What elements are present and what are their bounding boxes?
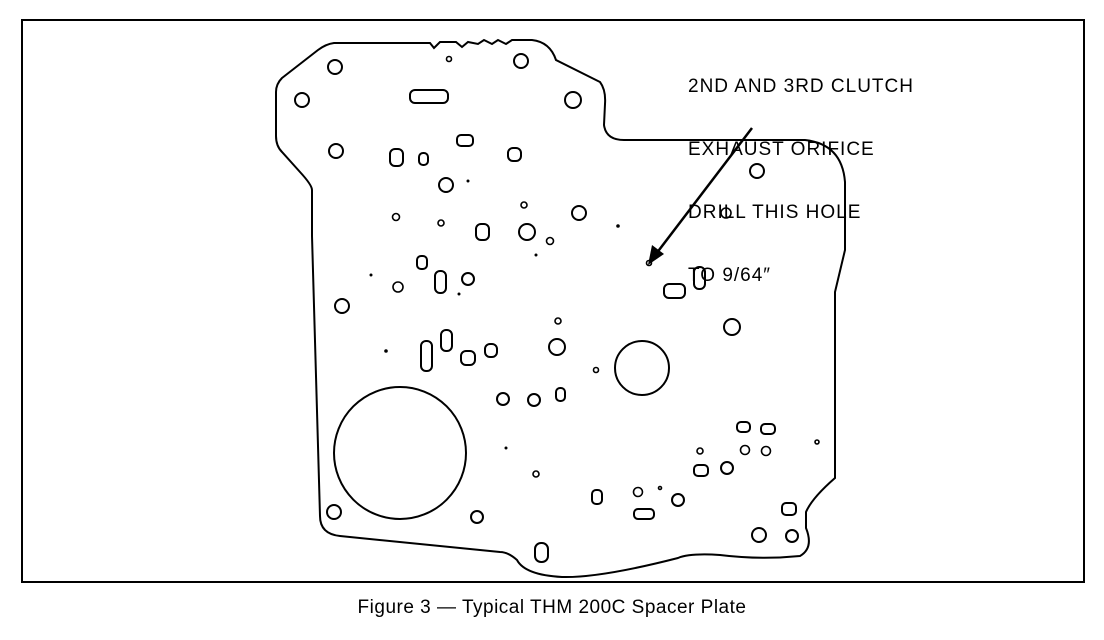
- callout-text: 2ND AND 3RD CLUTCH EXHAUST ORIFICE DRILL…: [688, 34, 914, 307]
- center-opening: [614, 340, 670, 396]
- callout-line-2: EXHAUST ORIFICE: [688, 139, 875, 160]
- figure-caption: Figure 3 — Typical THM 200C Spacer Plate: [357, 597, 747, 618]
- bolt-holes: [294, 53, 799, 543]
- callout-arrow: [648, 127, 753, 265]
- plate-outline: [275, 38, 846, 579]
- figure-frame: [21, 19, 1085, 583]
- callout-line-4: TO 9/64″: [688, 265, 772, 286]
- callout-line-3: DRILL THIS HOLE: [688, 202, 862, 223]
- callout-line-1: 2ND AND 3RD CLUTCH: [688, 76, 914, 97]
- large-opening: [333, 386, 467, 520]
- fluid-passages: [389, 89, 797, 563]
- pin-dots: [369, 179, 620, 450]
- small-holes: [391, 55, 820, 498]
